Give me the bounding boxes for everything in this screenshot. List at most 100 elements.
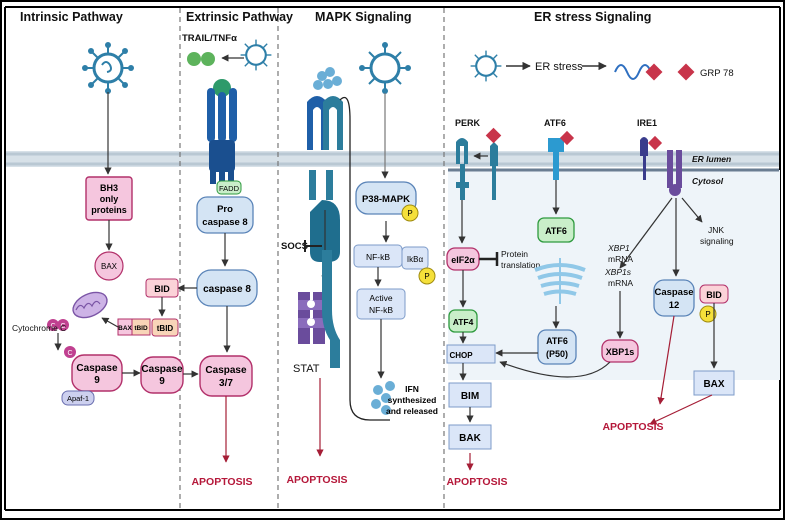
protein-translation-2: translation xyxy=(501,260,540,270)
perk-label: PERK xyxy=(455,118,481,128)
svg-text:(P50): (P50) xyxy=(546,349,568,359)
bim-box: BIM xyxy=(448,382,492,408)
bh3-box: BH3 only proteins xyxy=(85,176,133,221)
jnk-label-2: signaling xyxy=(700,236,734,246)
svg-text:BIM: BIM xyxy=(461,391,479,402)
svg-text:caspase 8: caspase 8 xyxy=(202,217,247,228)
svg-text:IkBα: IkBα xyxy=(407,255,424,264)
ikba-box: IkBα P xyxy=(401,246,436,285)
bax-tbid-small: BAX tBID xyxy=(117,318,151,336)
nfkb-box: NF-kB xyxy=(353,244,403,268)
apaf-1-box: Apaf-1 xyxy=(61,390,95,406)
atf4-box: ATF4 xyxy=(448,309,478,333)
ifn-label-1: IFN xyxy=(405,384,419,394)
atf6-p50-box: ATF6 (P50) xyxy=(537,329,577,365)
svg-text:BAX: BAX xyxy=(703,379,724,390)
svg-text:Caspase: Caspase xyxy=(654,287,693,298)
svg-text:FADD: FADD xyxy=(219,184,240,193)
intrinsic-title: Intrinsic Pathway xyxy=(20,10,123,24)
stat-label: STAT xyxy=(293,363,320,375)
svg-text:3/7: 3/7 xyxy=(219,378,233,389)
atf6-receptor-icon xyxy=(548,130,575,180)
caspase-9-apoptosome: C Caspase 9 xyxy=(64,346,123,392)
svg-text:ATF6: ATF6 xyxy=(546,336,568,346)
svg-text:BID: BID xyxy=(154,284,170,294)
caspase-3-7-box: Caspase 3/7 xyxy=(199,355,253,397)
ire1-label: IRE1 xyxy=(637,118,657,128)
xbp1s-box: XBP1s xyxy=(601,339,639,363)
xbp1-mrna-2: mRNA xyxy=(608,254,633,264)
svg-text:proteins: proteins xyxy=(91,205,127,215)
svg-text:ATF6: ATF6 xyxy=(545,226,567,236)
socs-label: SOCS xyxy=(281,241,308,252)
caspase-12-box: Caspase 12 xyxy=(653,279,695,317)
svg-text:tBID: tBID xyxy=(134,325,148,332)
svg-text:Apaf-1: Apaf-1 xyxy=(67,394,89,403)
er-lumen-label: ER lumen xyxy=(692,154,731,164)
svg-text:CHOP: CHOP xyxy=(449,351,473,360)
svg-text:P: P xyxy=(407,209,412,218)
svg-text:NF-kB: NF-kB xyxy=(366,252,390,262)
svg-text:C: C xyxy=(60,323,65,330)
fadd-box: FADD xyxy=(216,180,242,195)
chop-box: CHOP xyxy=(446,344,496,364)
svg-text:NF-kB: NF-kB xyxy=(369,305,393,315)
extrinsic-title: Extrinsic Pathway xyxy=(186,10,293,24)
xbp1s-mrna-1: XBP1s xyxy=(604,267,632,277)
svg-text:12: 12 xyxy=(669,300,680,311)
svg-text:BAX: BAX xyxy=(118,325,132,332)
svg-text:P: P xyxy=(705,310,710,319)
ire1-receptor-icon xyxy=(640,135,682,196)
cytochrome-c-icons: C C xyxy=(47,319,69,331)
svg-text:ATF4: ATF4 xyxy=(453,317,474,327)
grp78-legend-icon xyxy=(677,63,695,81)
ifn-label-3: and released xyxy=(386,406,438,416)
svg-text:Caspase: Caspase xyxy=(76,363,118,374)
svg-text:eIF2α: eIF2α xyxy=(451,255,475,265)
cytosol-label: Cytosol xyxy=(692,176,724,186)
virus-icon xyxy=(470,50,502,82)
virus-icon xyxy=(82,42,134,94)
grp78-diamond xyxy=(645,63,663,81)
bax-er-box: BAX xyxy=(693,370,735,396)
death-receptor-icon xyxy=(207,79,237,184)
caspase-9-box: Caspase 9 xyxy=(140,356,184,394)
active-nfkb-box: Active NF-kB xyxy=(356,288,406,320)
apoptosis-extrinsic: APOPTOSIS xyxy=(191,476,252,488)
svg-text:BH3: BH3 xyxy=(100,183,118,193)
caspase-8-box: caspase 8 xyxy=(196,269,258,307)
svg-text:XBP1s: XBP1s xyxy=(606,347,635,357)
atf6-box: ATF6 xyxy=(537,217,575,243)
er-stress-label: ER stress xyxy=(535,61,583,73)
ifn-receptor-icon xyxy=(307,96,343,200)
er-stress-title: ER stress Signaling xyxy=(534,10,651,24)
svg-text:Active: Active xyxy=(369,293,392,303)
trail-ligand-icon xyxy=(187,52,215,66)
apoptosis-er-left: APOPTOSIS xyxy=(446,476,507,488)
svg-text:Caspase: Caspase xyxy=(141,364,183,375)
svg-text:C: C xyxy=(67,350,72,357)
grp78-label: GRP 78 xyxy=(700,68,734,79)
p38-mapk-box: P38-MAPK P xyxy=(355,181,419,222)
svg-text:P: P xyxy=(424,272,429,281)
svg-text:BAK: BAK xyxy=(459,433,481,444)
svg-text:9: 9 xyxy=(159,376,165,387)
svg-text:caspase 8: caspase 8 xyxy=(203,284,251,295)
svg-text:BID: BID xyxy=(706,290,722,300)
golgi-icon xyxy=(534,258,586,304)
apoptosis-er-right: APOPTOSIS xyxy=(602,421,663,433)
virus-icon xyxy=(359,42,411,94)
svg-text:BAX: BAX xyxy=(101,262,118,271)
svg-text:Pro: Pro xyxy=(217,204,233,215)
svg-text:only: only xyxy=(100,194,119,204)
eif2a-box: eIF2α xyxy=(446,247,480,271)
bak-box: BAK xyxy=(448,424,492,450)
perk-receptor-icon xyxy=(456,127,502,200)
procaspase-8-box: Pro caspase 8 xyxy=(196,196,254,234)
svg-text:C: C xyxy=(50,323,55,330)
misfolded-protein-icon xyxy=(614,64,652,80)
tbid-box: tBID xyxy=(151,318,179,337)
ifn-cluster-icon xyxy=(371,381,395,415)
atf6-top-label: ATF6 xyxy=(544,118,566,128)
